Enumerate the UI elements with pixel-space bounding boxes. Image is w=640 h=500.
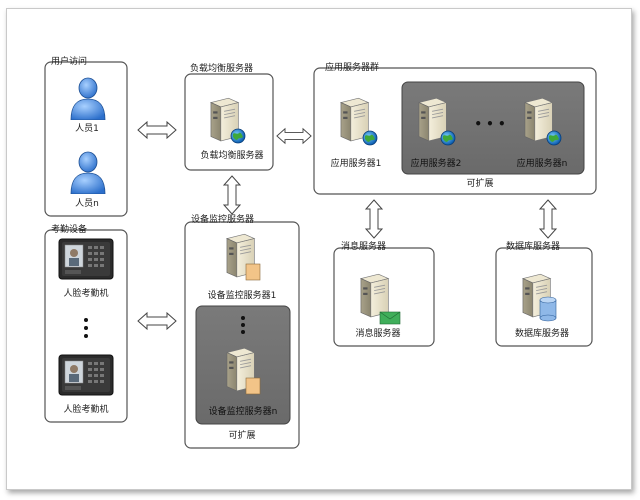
arrow-app-message bbox=[365, 199, 383, 239]
group-load-balancer: 负载均衡服务器 负载均衡服务器 bbox=[184, 62, 274, 171]
globe-icon bbox=[362, 130, 378, 146]
group-message-server: 消息服务器 消息服务器 bbox=[333, 240, 435, 347]
user-n-icon bbox=[70, 151, 106, 194]
face-terminal-2-label: 人脸考勤机 bbox=[63, 403, 108, 415]
group-app-servers-title: 应用服务器群 bbox=[325, 61, 379, 73]
face-terminal-1-icon bbox=[58, 238, 114, 280]
group-database-server: 数据库服务器 数据库服务器 bbox=[495, 240, 593, 347]
arrow-users-lb bbox=[137, 121, 177, 139]
globe-icon bbox=[440, 130, 456, 146]
app-server-n-label: 应用服务器n bbox=[517, 157, 568, 169]
app-server-2-label: 应用服务器2 bbox=[411, 157, 462, 169]
monitor-storage-icon bbox=[245, 263, 261, 281]
app-scalable-label: 可扩展 bbox=[466, 177, 493, 189]
monitor-server-1-label: 设备监控服务器1 bbox=[208, 289, 277, 301]
group-database-server-title: 数据库服务器 bbox=[506, 240, 560, 252]
app-ellipsis: • • • bbox=[474, 117, 505, 131]
globe-icon bbox=[230, 128, 246, 144]
monitor-server-n-label: 设备监控服务器n bbox=[209, 405, 278, 417]
user-1-label: 人员1 bbox=[75, 123, 99, 134]
group-user-access: 用户访问 人员1 人员n bbox=[44, 55, 128, 217]
group-message-server-title: 消息服务器 bbox=[341, 240, 386, 252]
group-attendance-devices-title: 考勤设备 bbox=[51, 223, 87, 235]
arrow-devices-monitor bbox=[137, 312, 177, 330]
message-envelope-icon bbox=[379, 311, 401, 325]
app-server-1-label: 应用服务器1 bbox=[331, 157, 382, 169]
arrow-lb-app bbox=[276, 128, 312, 144]
face-terminal-1-label: 人脸考勤机 bbox=[63, 287, 108, 299]
message-server-label: 消息服务器 bbox=[355, 327, 400, 339]
group-app-servers: 应用服务器群 应用服务器1 应用服务器2 • • • 应用服务器n 可扩展 bbox=[313, 61, 597, 195]
lb-server-label: 负载均衡服务器 bbox=[200, 149, 263, 161]
user-n-label: 人员n bbox=[75, 198, 99, 209]
message-server-icon bbox=[360, 273, 389, 318]
user-1-icon bbox=[70, 77, 106, 120]
globe-icon bbox=[546, 130, 562, 146]
face-terminal-2-icon bbox=[58, 354, 114, 396]
database-cylinder-icon bbox=[539, 296, 557, 322]
arrow-app-database bbox=[539, 199, 557, 239]
devices-vertical-ellipsis bbox=[84, 318, 88, 338]
group-device-monitor: 设备监控服务器 设备监控服务器1 设备监控服务器n 可扩展 bbox=[184, 213, 300, 449]
group-device-monitor-title: 设备监控服务器 bbox=[191, 213, 254, 225]
group-attendance-devices: 考勤设备 人脸考勤机 人脸考勤机 bbox=[44, 223, 128, 423]
arrow-lb-monitor bbox=[223, 175, 241, 215]
group-load-balancer-title: 负载均衡服务器 bbox=[190, 62, 253, 74]
monitor-scalable-label: 可扩展 bbox=[228, 429, 255, 441]
group-user-access-title: 用户访问 bbox=[51, 55, 87, 67]
monitor-storage-icon bbox=[245, 377, 261, 395]
database-server-label: 数据库服务器 bbox=[515, 327, 569, 339]
monitor-vertical-ellipsis bbox=[241, 316, 245, 334]
